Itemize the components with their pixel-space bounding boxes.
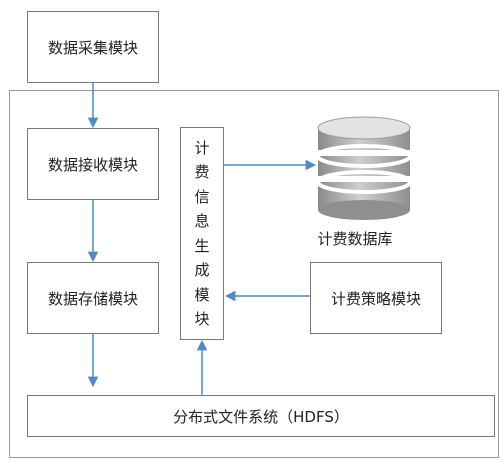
billing-gen-char: 块: [194, 310, 210, 328]
billing-info-generation-module: 计 费 信 息 生 成 模 块: [180, 127, 224, 340]
billing-gen-char: 费: [194, 163, 210, 181]
billing-gen-char: 信: [194, 187, 210, 206]
billing-policy-label: 计费策略模块: [330, 289, 421, 308]
billing-gen-char: 生: [194, 236, 210, 255]
billing-gen-char: 模: [194, 285, 210, 304]
data-collection-label: 数据采集模块: [47, 38, 138, 57]
data-receive-module: 数据接收模块: [27, 128, 159, 200]
data-storage-module: 数据存储模块: [27, 262, 159, 334]
billing-policy-module: 计费策略模块: [310, 262, 442, 334]
hdfs-label: 分布式文件系统（HDFS）: [173, 407, 349, 426]
data-collection-module: 数据采集模块: [27, 11, 159, 83]
hdfs-module: 分布式文件系统（HDFS）: [27, 395, 495, 437]
billing-database-label: 计费数据库: [317, 230, 393, 248]
data-receive-label: 数据接收模块: [47, 155, 138, 174]
database-cylinder-icon: [316, 116, 412, 220]
data-storage-label: 数据存储模块: [47, 289, 138, 308]
billing-gen-char: 计: [194, 138, 210, 157]
billing-gen-char: 息: [194, 212, 210, 230]
billing-gen-char: 成: [194, 261, 210, 279]
